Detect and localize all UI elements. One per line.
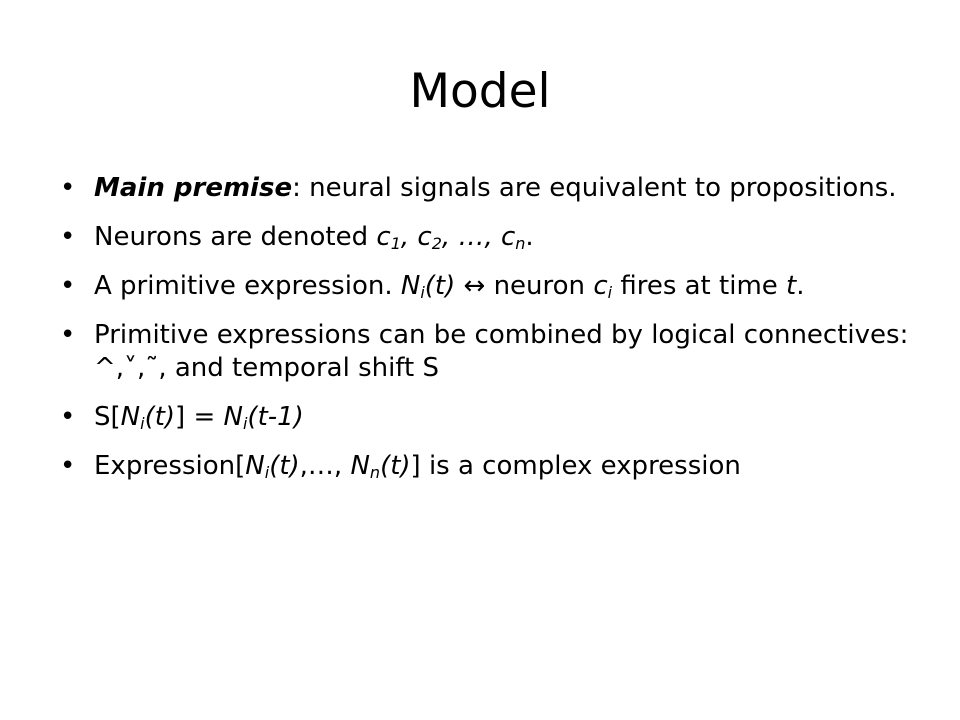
bullet-icon: • — [60, 222, 76, 252]
bullet-icon: • — [60, 271, 76, 301]
bullet-shift: • S[Ni(t)] = Ni(t-1) — [60, 402, 304, 433]
double-arrow-icon: ↔ — [455, 271, 494, 301]
bullet-list: • Main premise: neural signals are equiv… — [58, 172, 918, 499]
main-premise-label: Main premise — [94, 173, 293, 203]
bullet-main-premise: • Main premise: neural signals are equiv… — [60, 173, 897, 203]
bullet-connectives: • Primitive expressions can be combined … — [60, 320, 909, 383]
bullet-icon: • — [60, 320, 76, 350]
main-premise-text: neural signals are equivalent to proposi… — [300, 173, 897, 203]
bullet-complex-expression: • Expression[Ni(t),…, Nn(t)] is a comple… — [60, 451, 741, 482]
bullet-icon: • — [60, 173, 76, 203]
bullet-neurons: • Neurons are denoted c1, c2, …, cn. — [60, 222, 534, 253]
slide-title: Model — [409, 64, 551, 119]
bullet-primitive-expression: • A primitive expression. Ni(t) ↔ neuron… — [60, 271, 805, 302]
bullet-icon: • — [60, 451, 76, 481]
bullet-icon: • — [60, 402, 76, 432]
